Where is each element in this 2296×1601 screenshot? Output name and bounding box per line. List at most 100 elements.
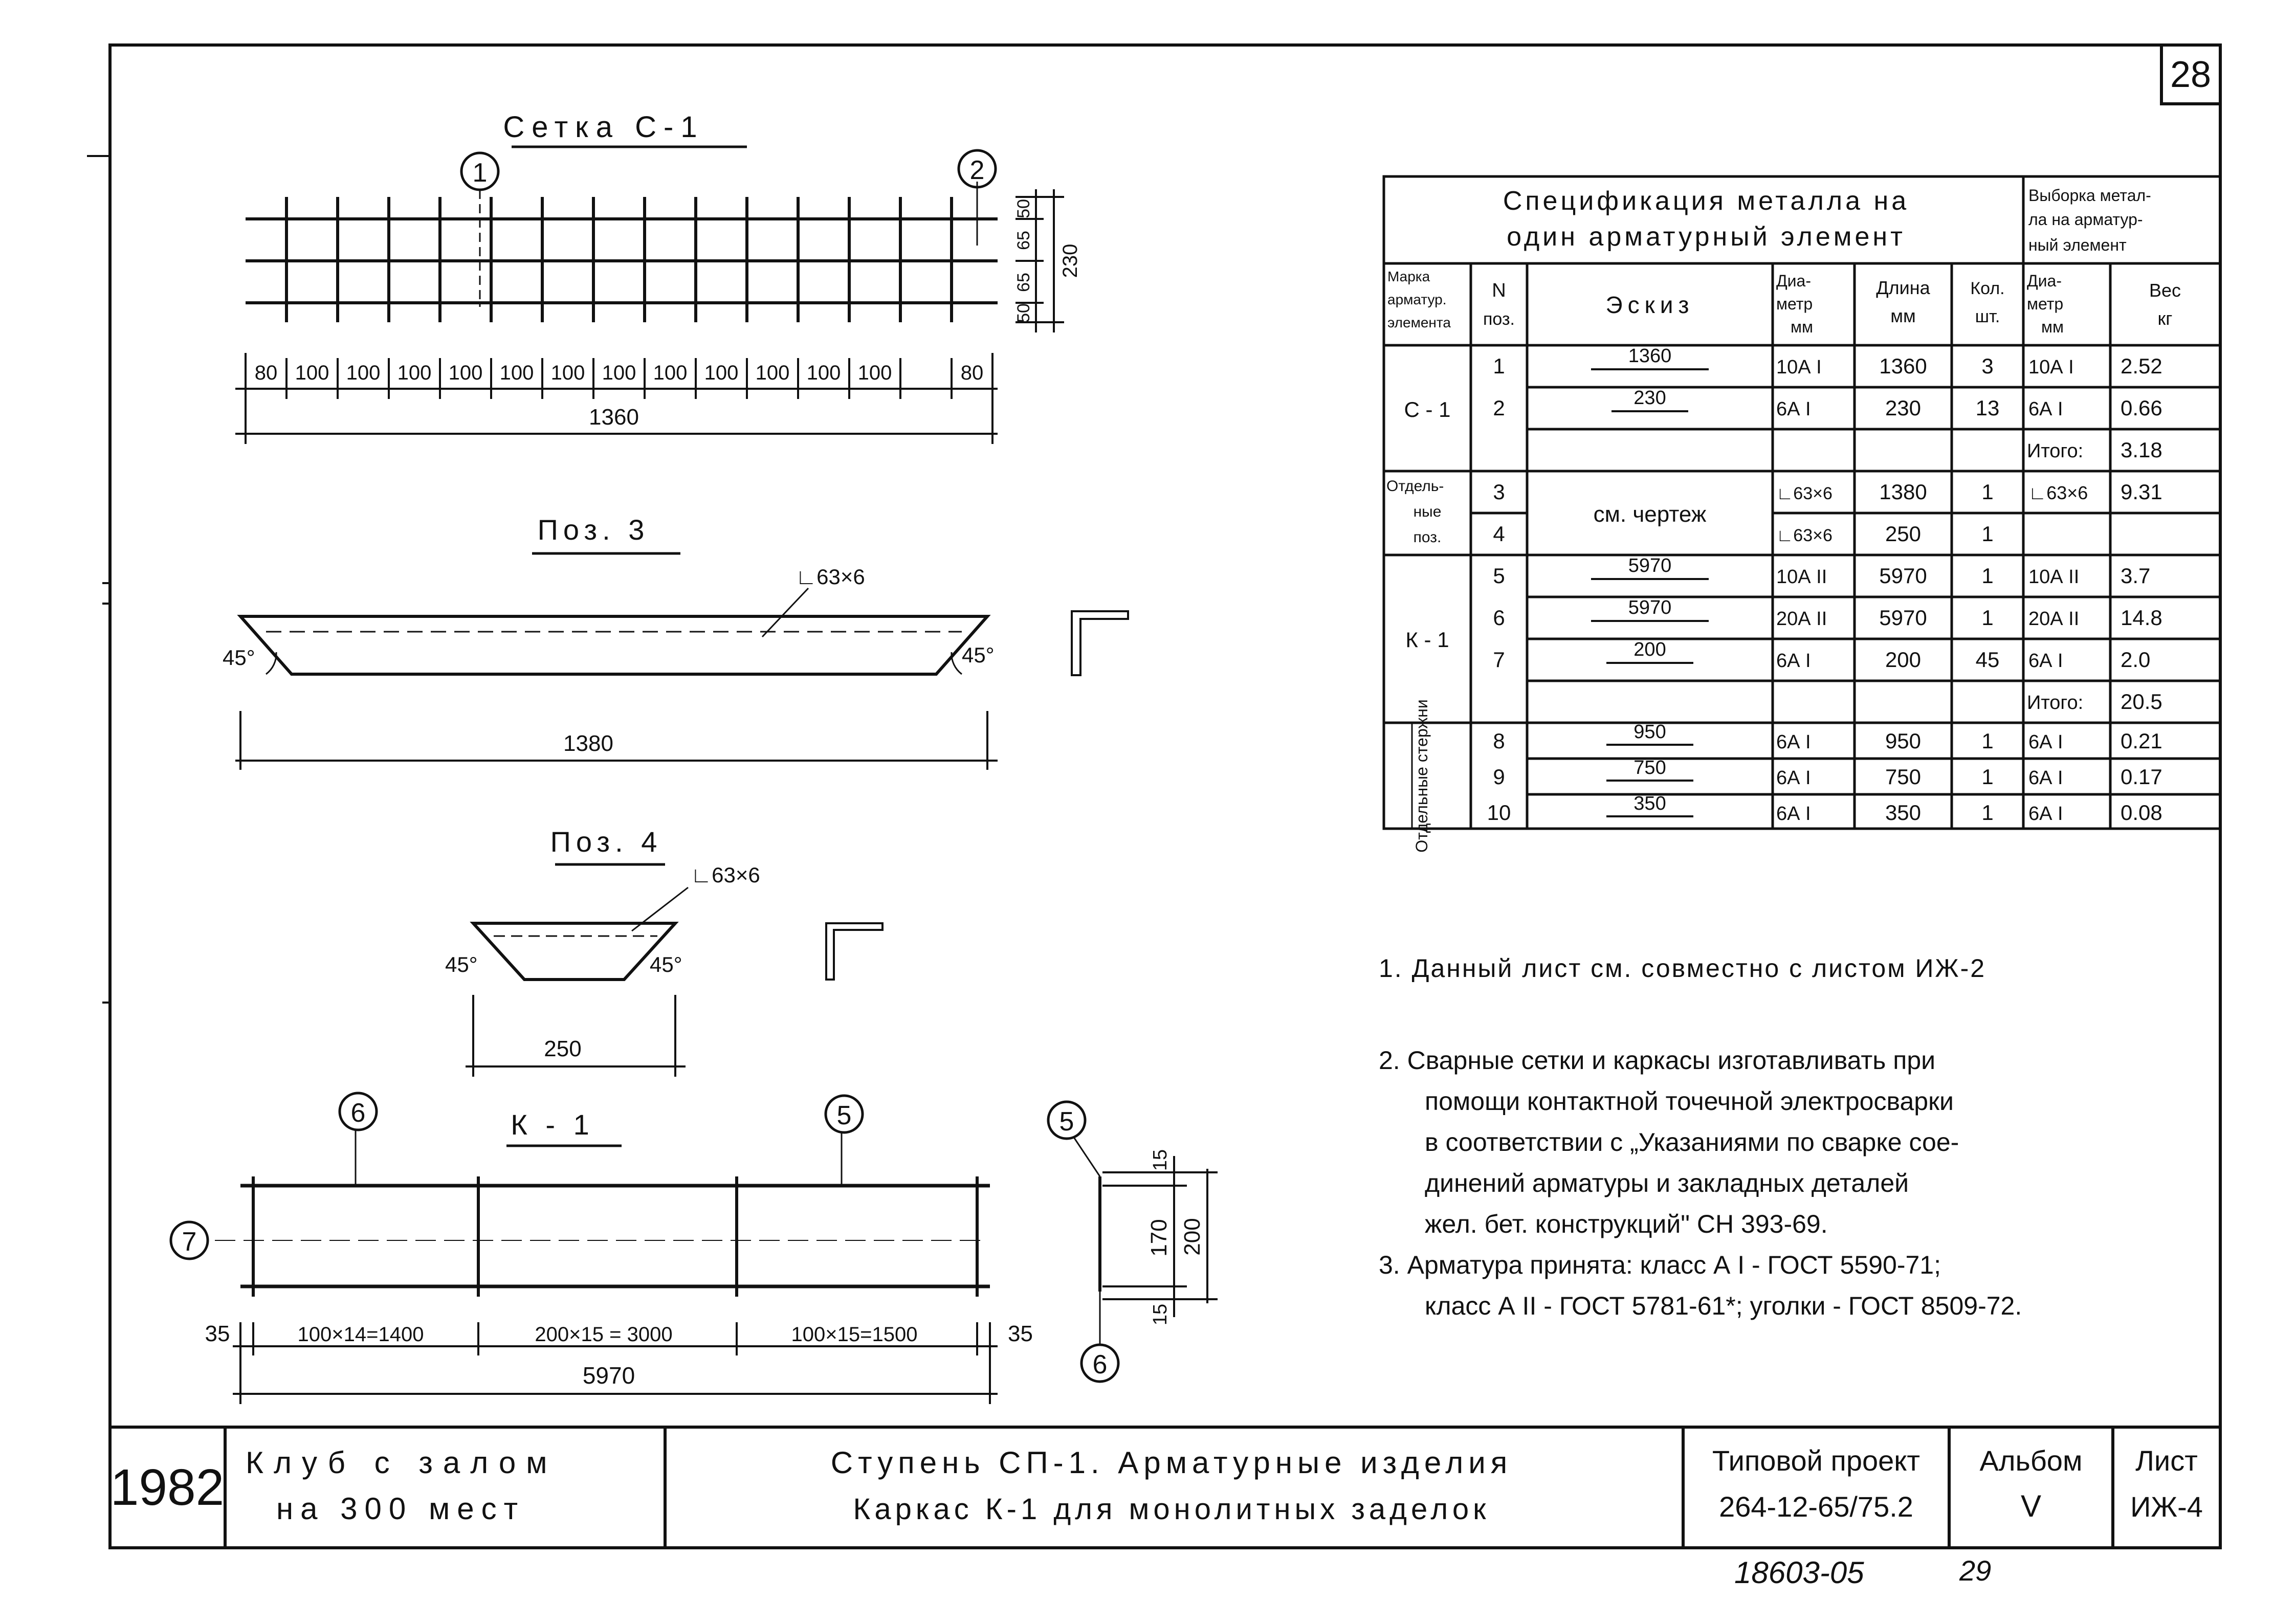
title-album: Альбом bbox=[1980, 1444, 2083, 1477]
footer-page: 29 bbox=[1959, 1554, 1991, 1587]
pos3-angle-left: 45° bbox=[223, 646, 255, 670]
spacing-label: 100 bbox=[756, 362, 790, 384]
svg-text:1: 1 bbox=[1981, 729, 1993, 753]
frame-k1-view: К - 1 6 5 7 35 100×14=1400 200×15 = 3000… bbox=[169, 1092, 1218, 1404]
svg-text:13: 13 bbox=[1976, 396, 2000, 420]
title-project-number: 264-12-65/75.2 bbox=[1719, 1491, 1913, 1523]
svg-text:1360: 1360 bbox=[1879, 354, 1927, 378]
svg-text:230: 230 bbox=[1633, 387, 1666, 409]
mesh-callout-2-label: 2 bbox=[970, 155, 985, 185]
frame-dim-left: 35 bbox=[205, 1321, 230, 1346]
spacing-label: 100 bbox=[551, 362, 585, 384]
spacing-label: 80 bbox=[255, 362, 278, 384]
spec-header-qty: Кол. bbox=[1970, 279, 2004, 298]
mesh-transverse-bars bbox=[285, 197, 953, 322]
svg-text:200: 200 bbox=[1885, 648, 1921, 672]
table-row: 6 5970 20А II 5970 1 20А II 14.8 bbox=[1493, 597, 2162, 630]
spec-header-pos: поз. bbox=[1483, 309, 1515, 329]
spacing-label: 100 bbox=[602, 362, 636, 384]
svg-text:20А II: 20А II bbox=[2028, 608, 2079, 630]
note-2-line: в соответствии с „Указаниями по сварке с… bbox=[1425, 1128, 1959, 1157]
svg-text:20.5: 20.5 bbox=[2121, 690, 2162, 714]
pos4-profile-label: ∟63×6 bbox=[691, 863, 760, 887]
spec-header-pos: N bbox=[1492, 280, 1506, 301]
svg-text:350: 350 bbox=[1885, 800, 1921, 825]
svg-text:2.0: 2.0 bbox=[2121, 648, 2150, 672]
pos3-view: Поз. 3 ∟63×6 45° 45° 1380 bbox=[223, 514, 1129, 770]
frame-section-leader-top bbox=[1073, 1138, 1101, 1177]
spec-header-mark: арматур. bbox=[1387, 292, 1447, 307]
spec-group-separate: поз. bbox=[1414, 529, 1442, 546]
svg-text:3: 3 bbox=[1493, 480, 1505, 504]
table-row: 8 950 6А I 950 1 6А I 0.21 bbox=[1493, 721, 2162, 753]
frame-dim-b: 200×15 = 3000 bbox=[535, 1323, 672, 1346]
svg-text:200: 200 bbox=[1633, 639, 1666, 660]
spacing-label: 100 bbox=[807, 362, 841, 384]
svg-text:6А I: 6А I bbox=[2028, 650, 2063, 672]
svg-text:6А I: 6А I bbox=[1776, 803, 1811, 825]
frame-section-dim: 15 bbox=[1150, 1149, 1171, 1171]
svg-text:∟63×6: ∟63×6 bbox=[1776, 526, 1833, 545]
svg-text:6А I: 6А I bbox=[2028, 731, 2063, 753]
spec-group-k1: К - 1 bbox=[1405, 628, 1449, 652]
pos4-angle-right: 45° bbox=[650, 952, 682, 976]
pos3-section-symbol bbox=[1071, 610, 1129, 676]
table-row: 7 200 6А I 200 45 6А I 2.0 bbox=[1493, 639, 2150, 672]
spec-header-weight: кг bbox=[2158, 308, 2173, 329]
pos4-profile-leader bbox=[631, 886, 689, 932]
pos3-profile-leader bbox=[761, 587, 809, 638]
pos4-length: 250 bbox=[544, 1036, 581, 1061]
svg-text:950: 950 bbox=[1633, 721, 1666, 743]
svg-text:750: 750 bbox=[1885, 765, 1921, 789]
spec-header-length: мм bbox=[1890, 305, 1916, 326]
spacing-label: 100 bbox=[346, 362, 381, 384]
spec-table-grid bbox=[1382, 175, 2222, 830]
svg-text:350: 350 bbox=[1633, 793, 1666, 814]
frame-section-callout-bottom-label: 6 bbox=[1093, 1350, 1108, 1380]
frame-callout-7 bbox=[169, 1220, 209, 1260]
spec-group-c1: С - 1 bbox=[1404, 397, 1450, 421]
spacing-label: 100 bbox=[500, 362, 534, 384]
title-building: на 300 мест bbox=[276, 1492, 525, 1526]
svg-text:0.21: 0.21 bbox=[2121, 729, 2162, 753]
svg-text:6А I: 6А I bbox=[1776, 731, 1811, 753]
binding-marks bbox=[87, 155, 110, 1004]
mesh-spacing-labels: 80 100 100 100 100 100 100 100 100 100 1… bbox=[255, 362, 984, 384]
frame-callout-6-label: 6 bbox=[351, 1098, 366, 1128]
spec-header-sel-dia: метр bbox=[2027, 295, 2063, 313]
svg-text:10: 10 bbox=[1487, 800, 1511, 825]
pos4-section-symbol bbox=[825, 922, 884, 981]
frame-dim-c: 100×15=1500 bbox=[791, 1323, 918, 1346]
pos3-right-angle-arc bbox=[951, 652, 962, 675]
pos3-title: Поз. 3 bbox=[538, 514, 650, 546]
spec-title-line1: Спецификация металла на bbox=[1503, 186, 1909, 216]
sheet-number: 28 bbox=[2170, 54, 2211, 95]
svg-text:4: 4 bbox=[1493, 522, 1505, 546]
svg-text:2: 2 bbox=[1493, 396, 1505, 420]
svg-text:5970: 5970 bbox=[1628, 555, 1672, 576]
frame-cross-bars bbox=[252, 1176, 979, 1297]
svg-text:1: 1 bbox=[1981, 480, 1993, 504]
svg-text:10А II: 10А II bbox=[1776, 566, 1827, 588]
table-row: 2 230 6А I 230 13 6А I 0.66 bbox=[1493, 387, 2162, 420]
spec-header-mark: элемента bbox=[1387, 315, 1451, 330]
svg-text:6А I: 6А I bbox=[1776, 650, 1811, 672]
table-row: 4 ∟63×6 250 1 bbox=[1493, 522, 1993, 546]
frame-overall-length: 5970 bbox=[583, 1362, 635, 1389]
footer-inventory: 18603-05 bbox=[1734, 1555, 1864, 1590]
svg-text:1: 1 bbox=[1981, 564, 1993, 588]
frame-dim-right: 35 bbox=[1008, 1321, 1033, 1346]
frame-callout-6 bbox=[338, 1092, 378, 1131]
spacing-label: 100 bbox=[704, 362, 739, 384]
svg-text:0.08: 0.08 bbox=[2121, 800, 2162, 825]
spec-see-drawing: см. чертеж bbox=[1594, 502, 1707, 527]
svg-text:1380: 1380 bbox=[1879, 480, 1927, 504]
spec-selection-line3: ный элемент bbox=[2028, 236, 2127, 254]
svg-text:45: 45 bbox=[1976, 648, 2000, 672]
pos4-view: Поз. 4 ∟63×6 45° 45° 250 bbox=[445, 826, 884, 1077]
spacing-label: 80 bbox=[961, 362, 984, 384]
spec-header-sel-dia: Диа- bbox=[2027, 272, 2062, 290]
svg-text:6А I: 6А I bbox=[2028, 767, 2063, 789]
mesh-c1-view: Сетка С-1 1 2 bbox=[235, 110, 1081, 444]
svg-text:8: 8 bbox=[1493, 729, 1505, 753]
